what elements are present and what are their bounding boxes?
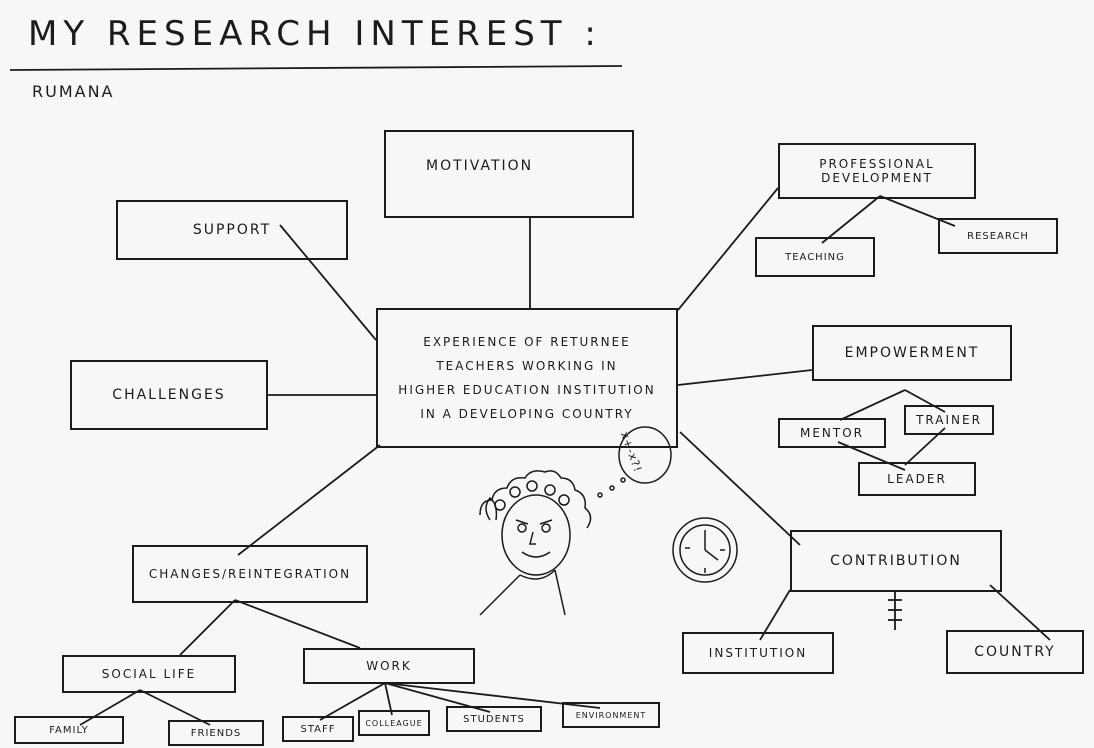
line-center-empowerment <box>677 369 813 386</box>
teaching-box: TEACHING <box>755 237 875 277</box>
line-center-professional <box>677 187 779 311</box>
line-changes-work <box>234 599 361 649</box>
line-changes-social <box>179 599 236 656</box>
central-topic-box: EXPERIENCE OF RETURNEE TEACHERS WORKING … <box>376 308 678 448</box>
environment-box: ENVIRONMENT <box>562 702 660 728</box>
changes-reintegration-box: CHANGES/REINTEGRATION <box>132 545 368 603</box>
family-box: FAMILY <box>14 716 124 744</box>
line-center-support <box>279 224 377 341</box>
line-emp-trainer <box>904 389 946 413</box>
leader-box: LEADER <box>858 462 976 496</box>
work-box: WORK <box>303 648 475 684</box>
students-box: STUDENTS <box>446 706 542 732</box>
mentor-box: MENTOR <box>778 418 886 448</box>
author-name: RUMANA <box>32 82 115 101</box>
page-title: MY RESEARCH INTEREST : <box>28 14 602 54</box>
line-pd-teaching <box>821 195 881 244</box>
line-center-contribution <box>679 431 801 546</box>
line-work-staff <box>319 682 386 721</box>
line-emp-mentor <box>839 389 906 421</box>
friends-box: FRIENDS <box>168 720 264 746</box>
line-center-changes <box>237 444 381 556</box>
line-social-friends <box>139 689 211 726</box>
research-box: RESEARCH <box>938 218 1058 254</box>
institution-box: INSTITUTION <box>682 632 834 674</box>
contribution-box: CONTRIBUTION <box>790 530 1002 592</box>
line-work-colleague <box>384 682 393 716</box>
colleague-box: COLLEAGUE <box>358 710 430 736</box>
professional-development-box: PROFESSIONAL DEVELOPMENT <box>778 143 976 199</box>
line-pd-research <box>879 195 956 227</box>
empowerment-box: EMPOWERMENT <box>812 325 1012 381</box>
line-social-family <box>79 689 141 726</box>
support-box: SUPPORT <box>116 200 348 260</box>
staff-box: STAFF <box>282 716 354 742</box>
social-life-box: SOCIAL LIFE <box>62 655 236 693</box>
thinking-face-doodle <box>479 426 738 616</box>
line-contrib-institution <box>759 589 791 641</box>
motivation-box: MOTIVATION <box>384 130 634 218</box>
title-underline <box>9 65 623 71</box>
country-box: COUNTRY <box>946 630 1084 674</box>
challenges-box: CHALLENGES <box>70 360 268 430</box>
trainer-box: TRAINER <box>904 405 994 435</box>
